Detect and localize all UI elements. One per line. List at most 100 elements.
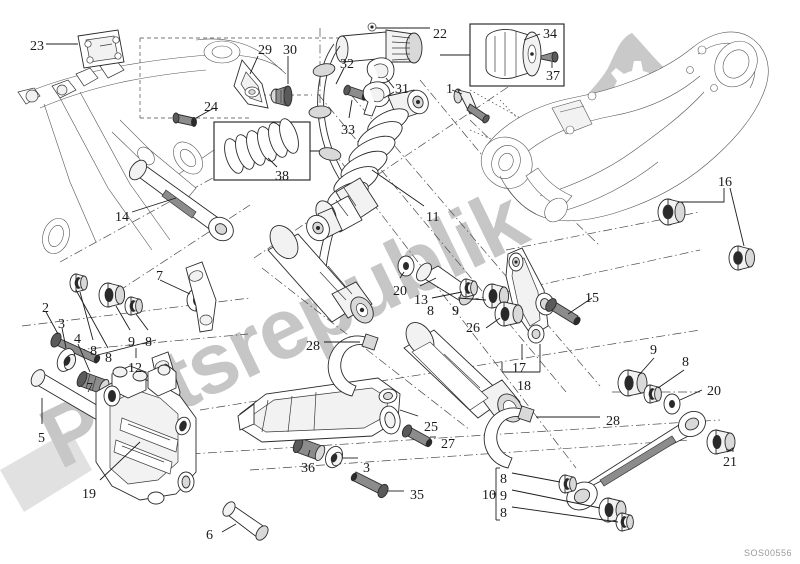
callout-15: 15 bbox=[585, 291, 599, 306]
part-9-bearing-left bbox=[98, 282, 126, 308]
callout-19: 19 bbox=[82, 487, 96, 502]
callout-8-e: 8 bbox=[682, 355, 689, 370]
callout-4: 4 bbox=[74, 332, 81, 347]
diagram-code: SOS00556 bbox=[743, 548, 792, 558]
part-37-screw-inset bbox=[540, 51, 559, 68]
part-8-ring-mid bbox=[431, 278, 478, 299]
part-8-ring-kit-upper bbox=[558, 474, 577, 494]
shock-reservoir-upper bbox=[267, 225, 374, 324]
part-34-adjuster-knob bbox=[485, 29, 542, 79]
callout-28-a: 28 bbox=[306, 339, 320, 354]
part-35-screw bbox=[350, 471, 404, 499]
shock-reservoir-lower bbox=[403, 322, 523, 423]
callout-20-lower: 20 bbox=[707, 384, 721, 399]
swingarm-right bbox=[480, 31, 769, 223]
part-16-bushes bbox=[657, 187, 755, 271]
callout-35: 35 bbox=[410, 488, 424, 503]
callout-11: 11 bbox=[426, 210, 440, 225]
callout-5: 5 bbox=[38, 431, 45, 446]
part-19-linkage-body bbox=[95, 363, 197, 505]
part-8-ring-right bbox=[124, 296, 143, 316]
callout-8-c: 8 bbox=[145, 335, 152, 350]
callout-7-lower: 7 bbox=[86, 381, 93, 396]
part-3-washer-lower bbox=[325, 445, 358, 469]
callout-3-a: 3 bbox=[58, 317, 65, 332]
part-8-ring-right-upper bbox=[643, 369, 685, 404]
callout-22: 22 bbox=[433, 27, 447, 42]
callout-25: 25 bbox=[424, 420, 438, 435]
part-29-bracket bbox=[233, 55, 269, 109]
callout-1: 1 bbox=[446, 82, 453, 97]
callout-9-c: 9 bbox=[650, 343, 657, 358]
callout-16: 16 bbox=[718, 175, 732, 190]
lower-tie-rod-right bbox=[566, 410, 706, 511]
part-32-hose bbox=[308, 43, 351, 269]
part-12-bearing-kit bbox=[69, 273, 157, 359]
part-14-tie-rod bbox=[128, 159, 234, 242]
callout-18: 18 bbox=[517, 379, 531, 394]
part-23-plate bbox=[46, 29, 125, 69]
callout-21: 21 bbox=[723, 455, 737, 470]
callout-33: 33 bbox=[341, 123, 355, 138]
part-8-ring-kit-lower bbox=[615, 512, 634, 532]
callout-2: 2 bbox=[42, 301, 49, 316]
part-9-bearing-right bbox=[617, 357, 655, 397]
part-36-spacer bbox=[292, 436, 326, 462]
part-31-clamps bbox=[362, 57, 395, 117]
callout-14: 14 bbox=[115, 210, 129, 225]
callout-24: 24 bbox=[204, 100, 218, 115]
part-28-snap-ring-upper bbox=[324, 333, 379, 397]
part-38-spring bbox=[224, 118, 299, 174]
part-20-washer-upper bbox=[397, 255, 415, 279]
part-17-18-rocker-arm bbox=[501, 247, 555, 373]
part-30-screw bbox=[270, 56, 293, 107]
callout-8-d: 8 bbox=[105, 351, 112, 366]
callout-26: 26 bbox=[466, 321, 480, 336]
part-26-bush-sleeve bbox=[485, 301, 524, 329]
callout-6: 6 bbox=[206, 528, 213, 543]
part-24-screw bbox=[172, 107, 215, 127]
callout-32: 32 bbox=[340, 57, 354, 72]
part-1-pin bbox=[451, 88, 490, 124]
part-27-screw bbox=[401, 424, 436, 448]
callout-17: 17 bbox=[512, 361, 526, 376]
callout-8-b: 8 bbox=[90, 344, 97, 359]
part-8-ring-left bbox=[69, 273, 88, 293]
part-28-snap-ring-lower bbox=[483, 405, 600, 469]
callout-38: 38 bbox=[275, 169, 289, 184]
callout-34: 34 bbox=[543, 27, 557, 42]
callout-13: 13 bbox=[414, 293, 428, 308]
callout-28-b: 28 bbox=[606, 414, 620, 429]
part-21-bush bbox=[706, 429, 736, 455]
part-6-pivot-pin bbox=[221, 501, 269, 541]
inset-box-adjuster bbox=[440, 23, 565, 87]
callout-37: 37 bbox=[546, 69, 560, 84]
part-10-bearing-kit bbox=[492, 467, 634, 532]
part-22-adjuster bbox=[335, 22, 430, 64]
callout-9-b: 9 bbox=[128, 335, 135, 350]
callout-12: 12 bbox=[128, 361, 142, 376]
part-20-washer-right bbox=[663, 389, 703, 415]
callout-7-upper: 7 bbox=[156, 269, 163, 284]
callout-9-a: 9 bbox=[452, 304, 459, 319]
part-3-washer-left bbox=[56, 327, 77, 372]
callout-30: 30 bbox=[283, 43, 297, 58]
part-9-bearing-mid bbox=[457, 283, 510, 309]
callout-10: 10 bbox=[482, 488, 496, 503]
part-15-screw bbox=[545, 297, 593, 326]
callout-23: 23 bbox=[30, 39, 44, 54]
callout-20-upper: 20 bbox=[393, 284, 407, 299]
callout-8-g: 8 bbox=[500, 506, 507, 521]
part-11-shock-absorber bbox=[306, 89, 429, 242]
callout-36: 36 bbox=[301, 461, 315, 476]
inset-box-spring bbox=[213, 118, 330, 181]
callout-31: 31 bbox=[395, 82, 409, 97]
callout-9-d: 9 bbox=[500, 489, 507, 504]
callout-29: 29 bbox=[258, 43, 272, 58]
callout-8-f: 8 bbox=[500, 472, 507, 487]
callout-3-b: 3 bbox=[363, 461, 370, 476]
callout-8-a: 8 bbox=[427, 304, 434, 319]
part-25-link-fork bbox=[237, 377, 419, 443]
